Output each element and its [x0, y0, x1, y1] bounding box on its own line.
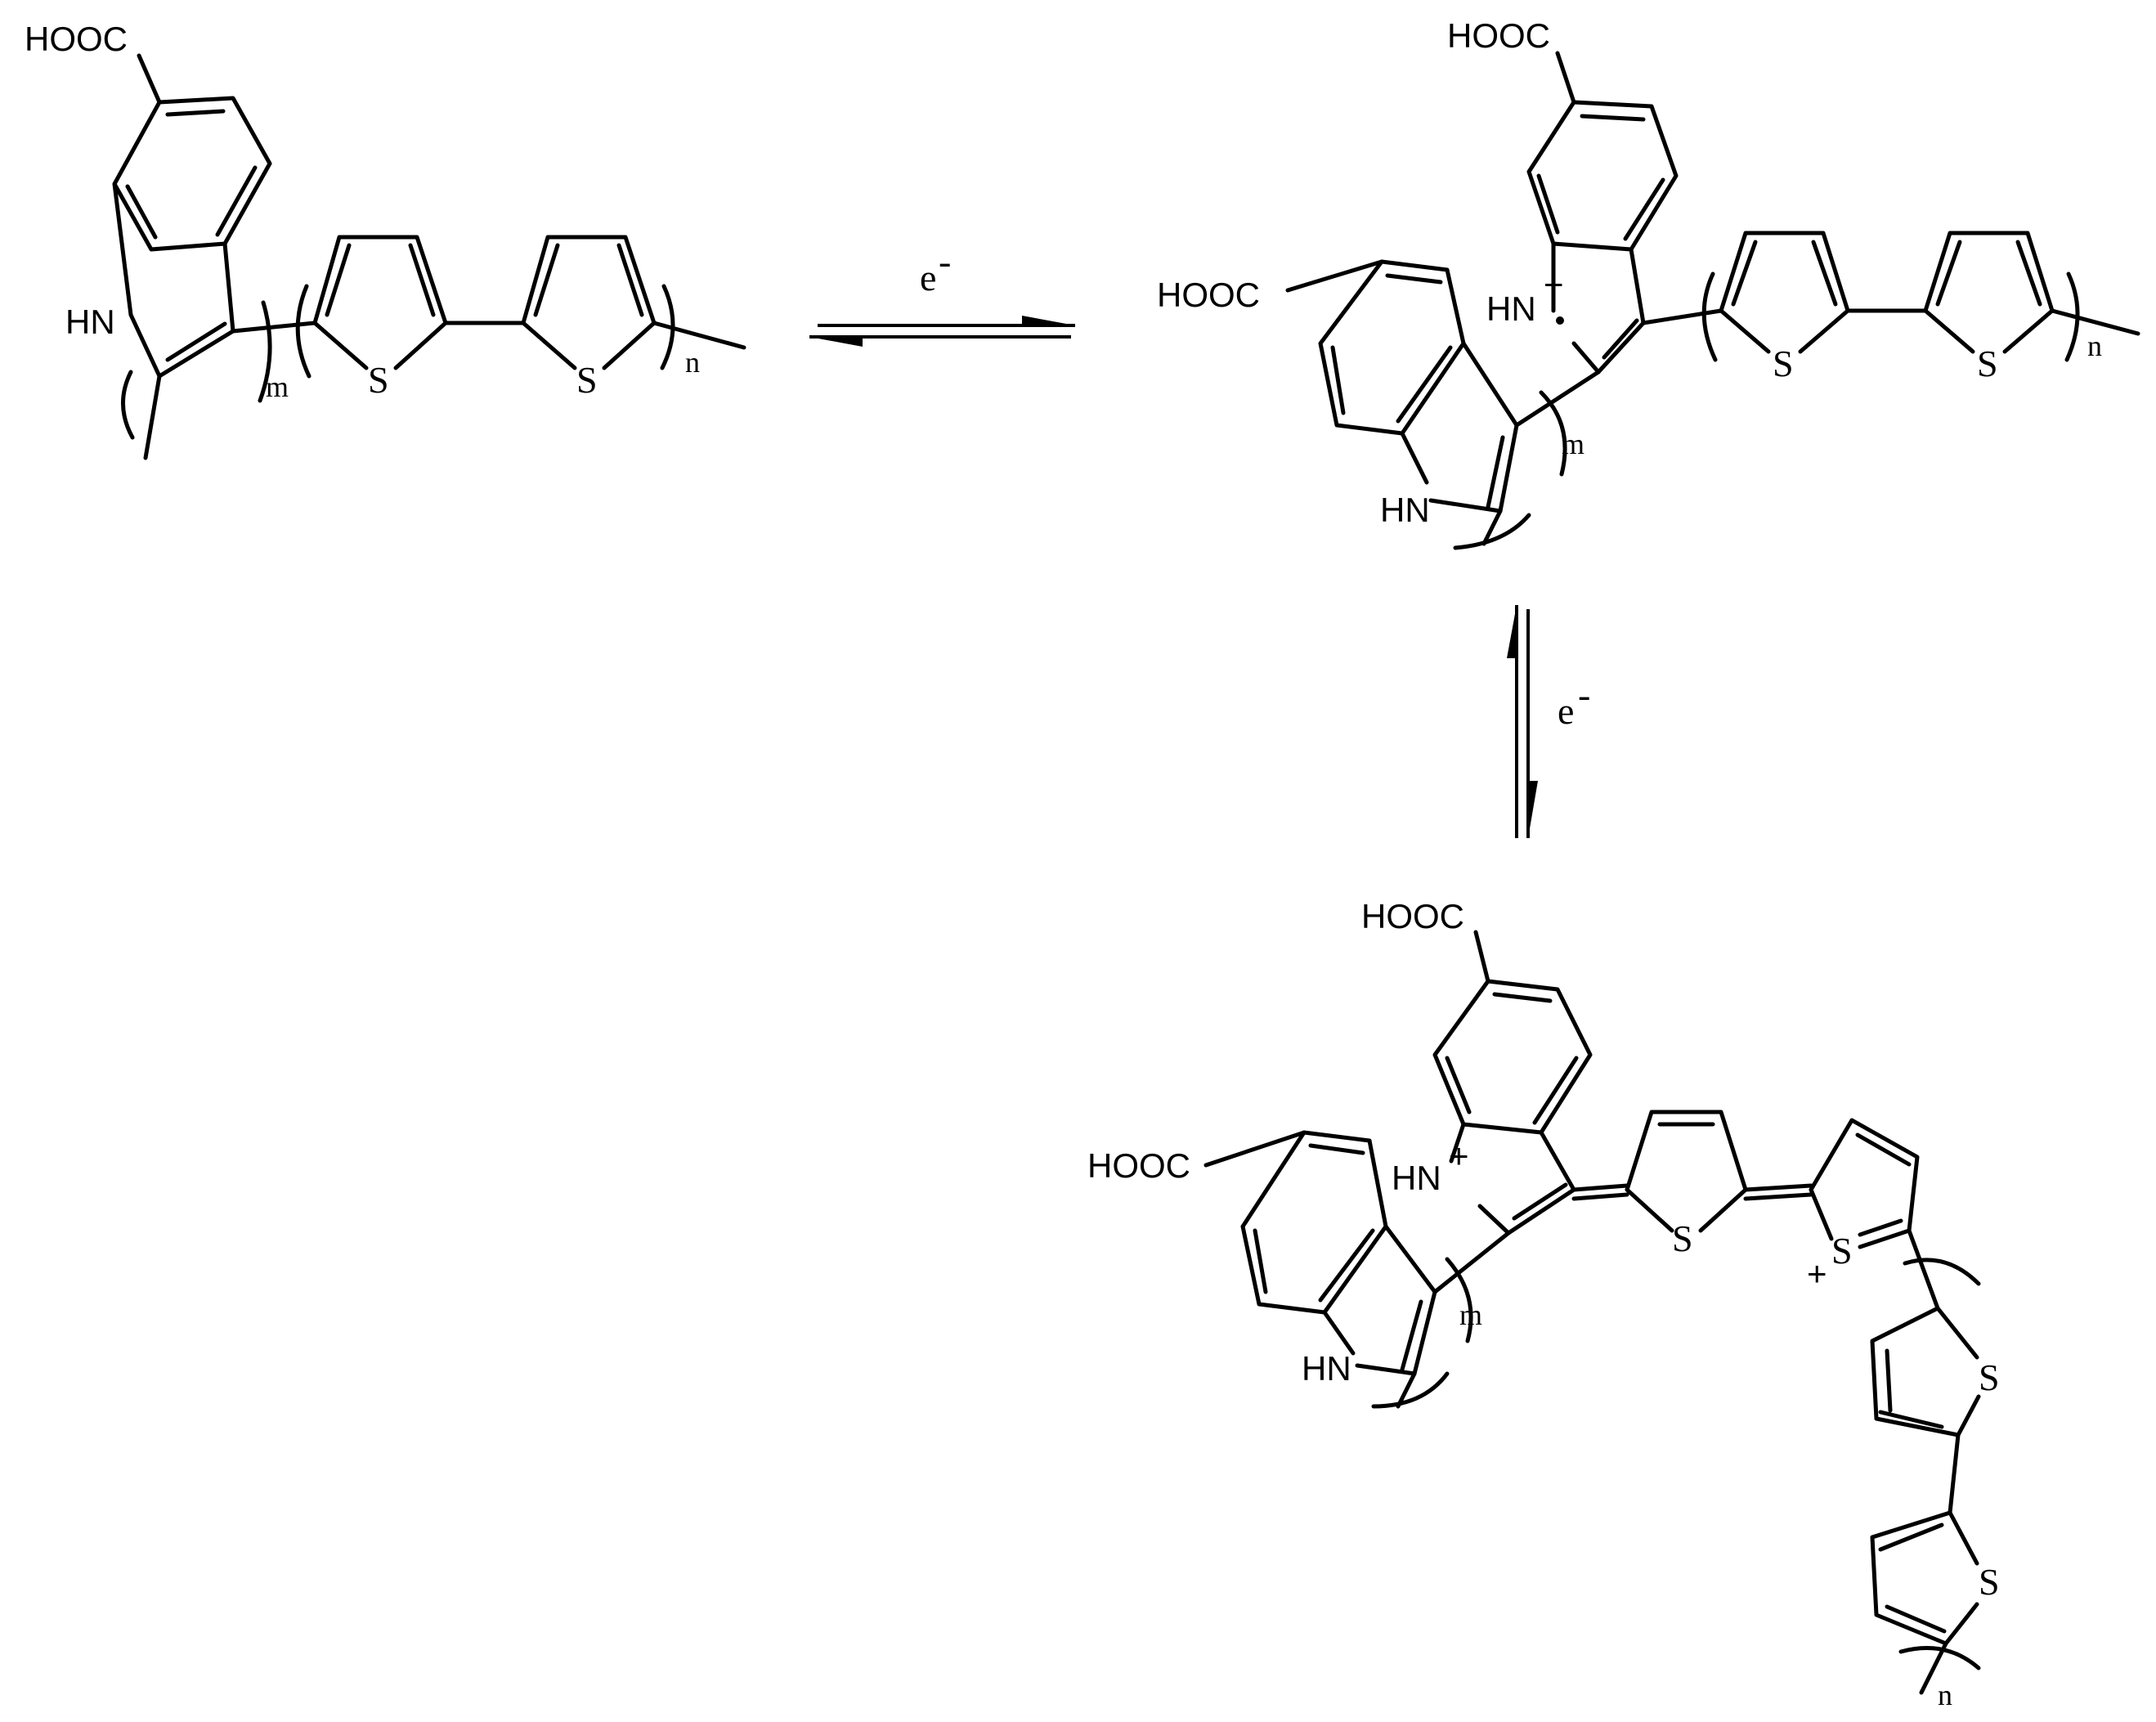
- indole-link-bond-3: [1432, 1231, 1511, 1294]
- quinoid-bond-3a-double: [1571, 1192, 1629, 1201]
- thiophene-1b: [521, 235, 657, 370]
- cooh-bond-1: [137, 53, 162, 105]
- sulfur-label-1b: S: [576, 359, 598, 401]
- thiophene-2a: [1719, 231, 1850, 354]
- electron-charge-1: -: [939, 240, 951, 282]
- cooh-label-2a: HOOC: [1447, 16, 1550, 55]
- terminal-bond-2: [2050, 308, 2140, 336]
- chain-end-bond-1: [143, 374, 162, 460]
- bracket-m-left-3: [1371, 1371, 1450, 1409]
- subscript-m-3: m: [1459, 1298, 1482, 1331]
- chain-end-bond-2: [1481, 509, 1503, 546]
- thiophene-3c: [1870, 1306, 1981, 1437]
- cooh-bond-2a: [1555, 51, 1576, 105]
- cooh-bond-2b: [1285, 259, 1384, 293]
- quinoid-bond-3a: [1571, 1183, 1629, 1192]
- sulfur-label-2a: S: [1773, 343, 1794, 384]
- indole-link-bond-2: [1514, 370, 1601, 428]
- benzene-ring-3b: [1240, 1130, 1388, 1315]
- sulfur-label-3b: S: [1831, 1230, 1853, 1271]
- pyrrole-ring-1: [112, 182, 235, 379]
- bracket-n-left-3: [1903, 1258, 1981, 1286]
- link-bond-1: [231, 321, 317, 334]
- structure-radical-cation: HOOC HN + HOOC HN: [1157, 16, 2140, 550]
- quinoid-bond-3b-double: [1743, 1192, 1813, 1201]
- thiophene-3a: [1625, 1110, 1748, 1233]
- sulfur-label-1a: S: [368, 359, 389, 401]
- sulfur-label-2b: S: [1977, 343, 1998, 384]
- cooh-label-3a: HOOC: [1361, 897, 1464, 935]
- bracket-m-right-1: [258, 300, 272, 403]
- equilibrium-arrow-horizontal: e -: [809, 240, 1075, 347]
- nh-label-3: HN: [1302, 1349, 1351, 1388]
- plus-s-label-3: +: [1807, 1254, 1827, 1293]
- bracket-m-right-2: [1539, 390, 1567, 477]
- electron-label-2: e: [1558, 690, 1574, 732]
- electron-charge-2: -: [1578, 674, 1590, 715]
- radical-dot-2: [1556, 316, 1564, 325]
- bracket-n-right-3: [1898, 1646, 1981, 1670]
- cooh-bond-3b: [1204, 1130, 1307, 1168]
- benzene-ring-2b: [1318, 259, 1466, 436]
- nh-cation-label-3: HN: [1392, 1159, 1441, 1197]
- structure-dication: HOOC HN + HOOC HN: [1087, 897, 2000, 1711]
- thiophene-3d: [1870, 1510, 1979, 1646]
- sulfur-label-3d: S: [1979, 1561, 2000, 1603]
- plus-label-2: +: [1544, 265, 1564, 303]
- bithiophene-bond-3: [1948, 1433, 1961, 1515]
- pyrrole-ring-3a: [1449, 1122, 1576, 1235]
- cooh-label-3b: HOOC: [1087, 1146, 1190, 1185]
- nh-label-2: HN: [1380, 491, 1430, 529]
- equilibrium-arrow-vertical: e -: [1507, 605, 1590, 838]
- link-bond-2: [1641, 308, 1723, 325]
- terminal-bond-1: [652, 321, 746, 350]
- electron-label-1: e: [920, 257, 936, 298]
- nh-label-1: HN: [65, 303, 115, 341]
- bracket-m-left-1: [121, 370, 135, 440]
- subscript-n-2: n: [2087, 330, 2102, 362]
- benzene-ring-1: [112, 96, 272, 252]
- plus-n-label-3: +: [1449, 1137, 1469, 1175]
- chain-end-bond-3: [1396, 1371, 1417, 1409]
- thiophene-2b: [1923, 231, 2055, 354]
- pyrrole-ring-2a: [1551, 241, 1646, 374]
- thiophene-3b: [1809, 1118, 1920, 1249]
- pyrrole-ring-3b: [1322, 1224, 1437, 1376]
- cooh-label-1: HOOC: [25, 20, 128, 58]
- benzene-ring-2a: [1526, 100, 1679, 252]
- benzene-ring-3a: [1432, 979, 1593, 1135]
- subscript-n-3: n: [1938, 1679, 1952, 1711]
- nh-cation-label-2: HN: [1486, 289, 1536, 328]
- bracket-m-right-3: [1445, 1257, 1473, 1343]
- bracket-n-left-1: [295, 284, 312, 379]
- cooh-label-2b: HOOC: [1157, 276, 1260, 314]
- pyrrole-ring-2b: [1400, 341, 1519, 513]
- structure-neutral-polymer: HOOC HN m S: [25, 20, 746, 460]
- cooh-bond-3a: [1473, 930, 1490, 984]
- quinoid-bond-3b: [1743, 1183, 1813, 1192]
- bracket-n-left-2: [1701, 271, 1718, 362]
- link-bond-3: [1907, 1228, 1940, 1311]
- subscript-n-1: n: [685, 346, 700, 379]
- sulfur-label-3a: S: [1672, 1218, 1693, 1259]
- bracket-m-left-2: [1453, 513, 1531, 550]
- thiophene-1a: [312, 235, 448, 370]
- sulfur-label-3c: S: [1979, 1357, 2000, 1398]
- subscript-m-2: m: [1562, 428, 1585, 460]
- subscript-m-1: m: [266, 370, 289, 403]
- terminal-bond-3: [1919, 1641, 1948, 1695]
